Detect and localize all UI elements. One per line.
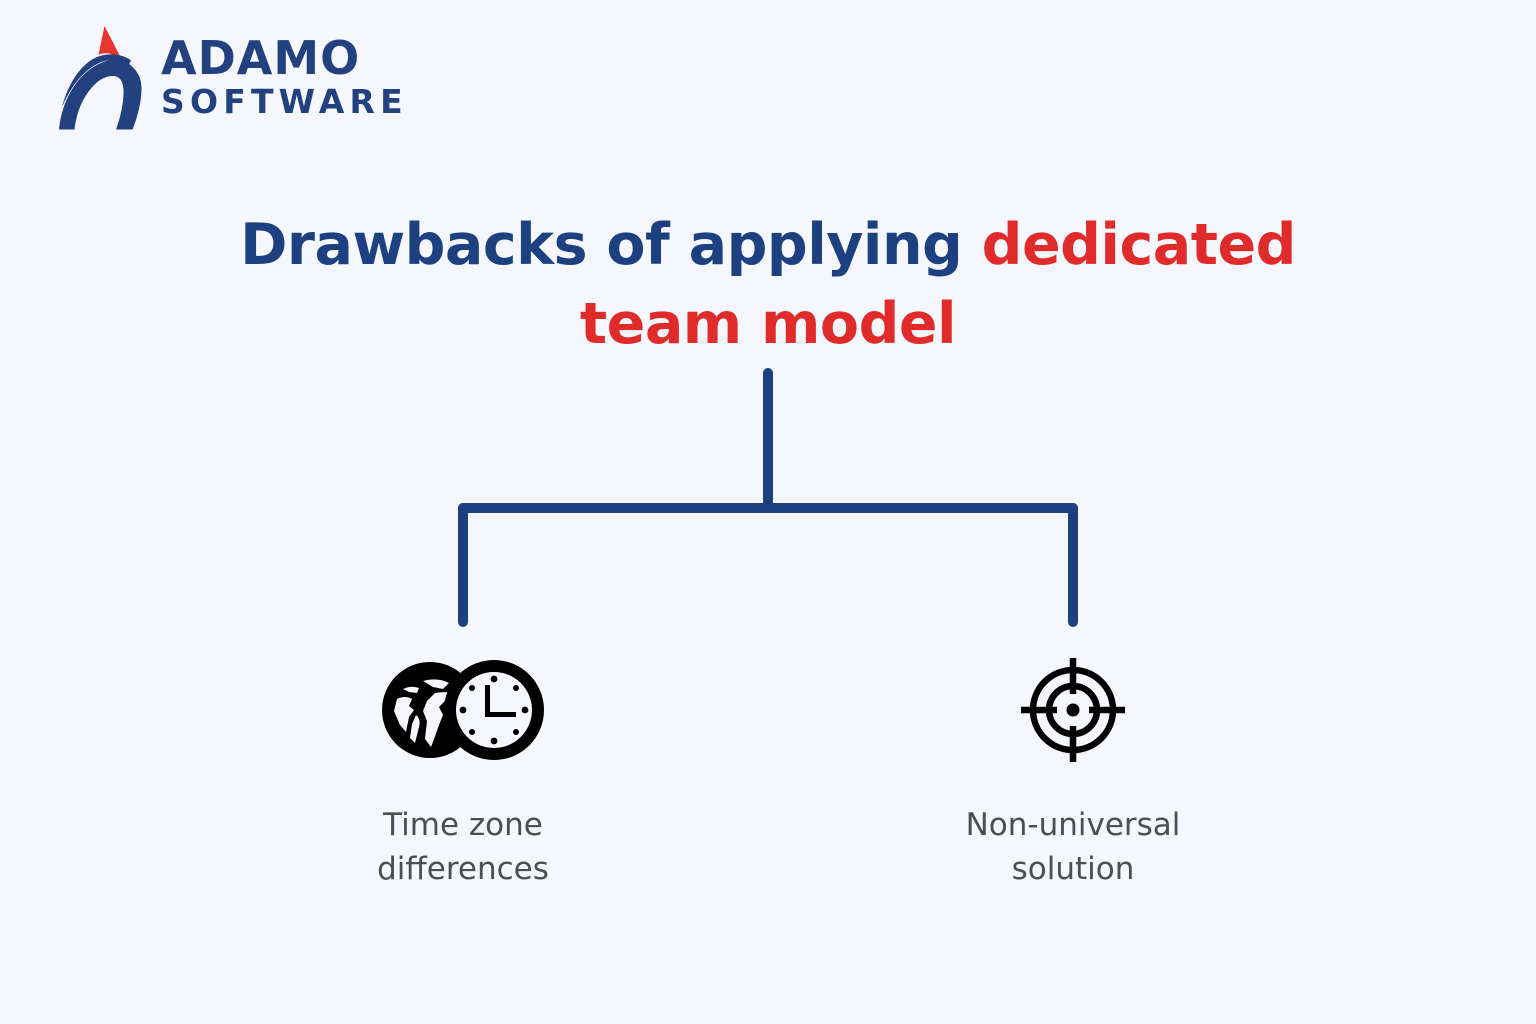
diagram-node-time-zone-differences: Time zone differences	[298, 655, 628, 891]
logo-product-text: SOFTWARE	[161, 81, 408, 121]
adamo-a-mark-icon	[59, 26, 142, 130]
node-icon-wrapper	[1017, 655, 1129, 765]
page-title-navy-part: Drawbacks of applying	[240, 212, 982, 279]
node-label-time-zone-differences: Time zone differences	[377, 807, 549, 888]
page-title: Drawbacks of applying dedicated team mod…	[198, 206, 1338, 363]
adamo-software-logo: ADAMO SOFTWARE	[57, 24, 408, 134]
diagram-node-non-universal-solution: Non-universal solution	[908, 655, 1238, 891]
logo-brand-text: ADAMO	[161, 30, 361, 85]
globe-clock-icon	[382, 660, 544, 760]
page-title-red-part: dedicated team model	[579, 212, 1297, 357]
node-label-non-universal-solution: Non-universal solution	[965, 807, 1181, 888]
logo-wordmark: ADAMO SOFTWARE	[161, 30, 408, 122]
crosshair-target-icon	[1021, 658, 1125, 762]
node-icon-wrapper	[379, 655, 547, 765]
